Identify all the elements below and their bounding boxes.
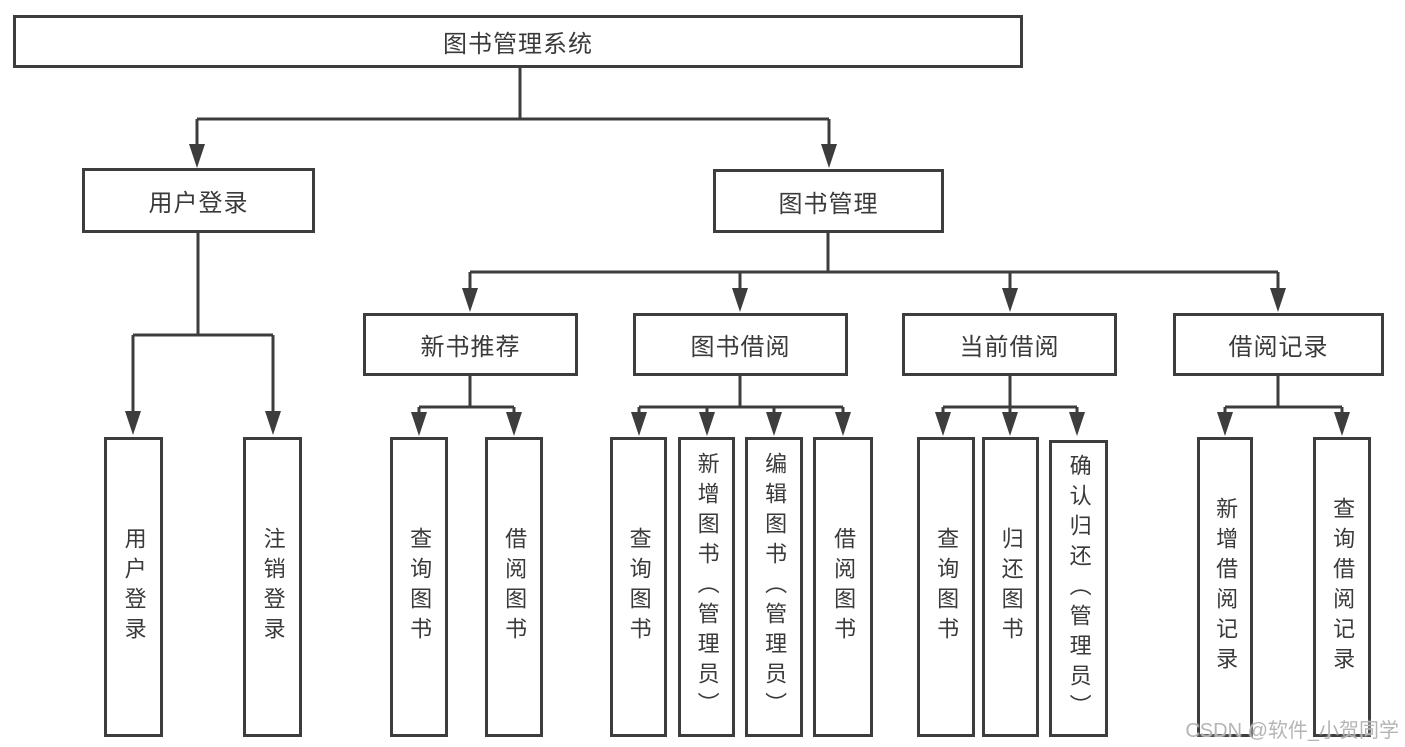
leaf-newbooks-borrow: 借阅图书 — [485, 437, 543, 737]
connector-bookborrow-to-leaves — [631, 376, 851, 436]
leaf-newbooks-query: 查询图书 — [390, 437, 448, 737]
node-book-management: 图书管理 — [713, 169, 944, 233]
leaf-borrow-add-admin: 新增图书（管理员） — [678, 437, 735, 737]
leaf-current-return: 归还图书 — [982, 437, 1039, 737]
arrowhead-icon — [462, 288, 478, 312]
arrowhead-icon — [766, 412, 782, 436]
arrowhead-icon — [1334, 412, 1350, 436]
csdn-watermark: CSDN @软件_小贺同学 — [1185, 720, 1399, 742]
node-borrow-records: 借阅记录 — [1173, 313, 1384, 376]
connector-currentborrow-to-leaves — [935, 376, 1085, 436]
leaf-borrow-borrow: 借阅图书 — [813, 437, 873, 737]
node-root: 图书管理系统 — [13, 15, 1023, 68]
arrowhead-icon — [732, 288, 748, 312]
leaf-logout: 注销登录 — [243, 437, 302, 737]
arrowhead-icon — [1002, 288, 1018, 312]
arrowhead-icon — [1270, 288, 1286, 312]
arrowhead-icon — [821, 144, 837, 168]
leaf-current-query: 查询图书 — [917, 437, 975, 737]
arrowhead-icon — [631, 412, 647, 436]
leaf-current-confirm-admin: 确认归还（管理员） — [1049, 440, 1108, 737]
arrowhead-icon — [1002, 412, 1018, 436]
connector-borrowrecords-to-leaves — [1217, 376, 1350, 436]
leaf-records-query: 查询借阅记录 — [1313, 437, 1371, 737]
arrowhead-icon — [835, 412, 851, 436]
connector-bookmgmt-to-level3 — [462, 233, 1286, 312]
node-book-borrow: 图书借阅 — [633, 313, 848, 376]
arrowhead-icon — [1217, 412, 1233, 436]
connector-userlogin-to-leaves — [125, 233, 281, 435]
arrowhead-icon — [935, 412, 951, 436]
leaf-borrow-edit-admin: 编辑图书（管理员） — [745, 437, 803, 737]
arrowhead-icon — [1069, 412, 1085, 436]
arrowhead-icon — [699, 412, 715, 436]
node-new-book-recommend: 新书推荐 — [363, 313, 578, 376]
arrowhead-icon — [506, 412, 522, 436]
connector-newbooks-to-leaves — [411, 376, 522, 436]
node-current-borrow: 当前借阅 — [902, 313, 1117, 376]
node-user-login: 用户登录 — [82, 168, 315, 233]
arrowhead-icon — [265, 411, 281, 435]
leaf-records-add: 新增借阅记录 — [1197, 437, 1253, 737]
leaf-borrow-query: 查询图书 — [610, 437, 667, 737]
connector-root-to-level2 — [189, 68, 837, 168]
arrowhead-icon — [125, 411, 141, 435]
arrowhead-icon — [411, 412, 427, 436]
arrowhead-icon — [189, 144, 205, 168]
leaf-user-login: 用户登录 — [104, 437, 163, 737]
